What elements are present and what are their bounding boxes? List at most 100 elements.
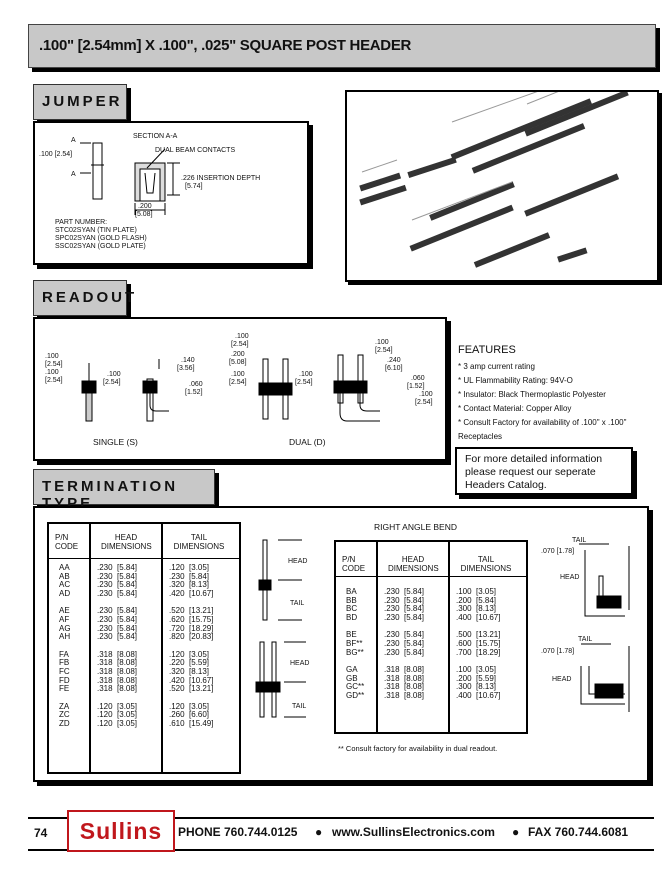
row-code: FE [59,684,70,694]
label-head-1: HEAD [288,558,308,565]
row-head: .230 [5.84] [97,606,138,616]
row-tail: .420 [10.67] [169,675,214,685]
jumper-section-label: SECTION A-A [133,133,178,140]
ro-d100-b: .100 [45,369,59,376]
row-tail: .400 [10.67] [456,691,501,700]
row-tail: .820 [20.83] [169,632,214,642]
row-head: .120 [3.05] [97,701,138,711]
sullins-logo: Sullins [67,810,175,852]
row-head: .230 [5.84] [384,595,425,605]
ro-d060: .060 [189,381,203,388]
features-title: FEATURES [458,344,516,356]
row-head: .230 [5.84] [384,639,425,648]
ra-head-1: HEAD [560,574,580,581]
row-head: .318 [8.08] [384,665,425,675]
note-line: Headers Catalog. [465,479,547,491]
row-head: .318 [8.08] [97,667,138,676]
row-code: AH [59,632,71,642]
footer-bar [28,817,654,851]
note-line: please request our seperate [465,466,596,478]
ra-head-2: HEAD [552,676,572,683]
row-head: .230 [5.84] [97,563,138,572]
row-code: AA [59,563,70,572]
row-head: .318 [8.08] [97,649,138,659]
ro-dual-d254-d: [2.54] [375,347,393,354]
jumper-insertion-mm: [5.74] [185,183,203,190]
row-code: AE [59,606,70,616]
ro-dual-d200: .200 [231,351,245,358]
divider [49,558,239,559]
ro-dual-d100-e: .100 [419,391,433,398]
ro-d356: [3.56] [177,365,195,372]
row-head: .120 [3.05] [97,719,138,728]
row-tail: .300 [8.13] [456,682,497,692]
row-code: GD** [346,691,365,700]
ro-dual-d100: .100 [235,333,249,340]
jumper-tab: JUMPER [33,84,127,120]
ro-dual-d508: [5.08] [229,359,247,366]
jumper-width-mm: [5.08] [135,211,153,218]
ro-d254-b: [2.54] [45,377,63,384]
ro-d254-a: [2.54] [45,361,63,368]
ro-dual-d254-c: [2.54] [295,379,313,386]
row-tail: .120 [3.05] [169,701,210,711]
row-tail: .320 [8.13] [169,580,210,590]
row-code: BD [346,612,358,622]
feature-item: * Insulator: Black Thermoplastic Polyest… [458,390,606,399]
readout-panel: .100 [2.54] .100 [2.54] .100 [2.54] .140… [33,317,447,461]
ro-d100-c: .100 [107,371,121,378]
row-code: GB [346,673,358,683]
readout-drawing [81,354,380,422]
row-tail: .120 [3.05] [169,563,210,572]
features-list: * 3 amp current rating * UL Flammability… [458,360,658,444]
jumper-drawing [80,142,180,215]
row-code: FA [59,649,69,659]
ra-footnote: ** Consult factory for availability in d… [338,744,498,753]
row-code: ZA [59,701,70,711]
row-code: BB [346,595,357,605]
termination-tab: TERMINATION TYPE [33,469,215,512]
ra-d070-2: .070 [1.78] [541,648,575,655]
readout-single-label: SINGLE (S) [93,437,138,447]
row-tail: .520 [13.21] [169,684,214,694]
jumper-insertion: .226 INSERTION DEPTH [181,175,261,182]
label-head-2: HEAD [290,660,310,667]
jumper-panel: A A .100 [2.54] SECTION A-A DUAL BEAM CO… [33,121,309,265]
ro-dual-d254: [2.54] [231,341,249,348]
row-code: FB [59,658,70,668]
jumper-width: .200 [138,203,152,210]
row-tail: .500 [13.21] [456,630,501,640]
row-head: .230 [5.84] [384,587,425,596]
row-head: .120 [3.05] [97,710,138,720]
divider [448,542,450,732]
ro-d240: .240 [387,357,401,364]
row-head: .230 [5.84] [384,630,425,640]
part-number-label: PART NUMBER: [55,219,108,226]
right-angle-diagrams [579,543,630,712]
row-head: .318 [8.08] [97,684,138,694]
row-head: .230 [5.84] [384,612,425,622]
row-tail: .620 [15.75] [169,615,214,624]
divider [89,524,91,772]
row-head: .318 [8.08] [97,675,138,685]
row-code: BE [346,630,357,640]
ro-dual-d254-e: [2.54] [415,399,433,406]
footer-web[interactable]: www.SullinsElectronics.com [332,825,495,839]
row-tail: .100 [3.05] [456,665,497,675]
row-tail: .200 [5.84] [456,595,497,605]
row-head: .230 [5.84] [384,647,425,657]
readout-heading: READOUT [42,289,138,306]
ra-d070-1: .070 [1.78] [541,548,575,555]
row-tail: .520 [13.21] [169,606,214,616]
ro-d152: [1.52] [185,389,203,396]
row-tail: .420 [10.67] [169,588,214,598]
label-tail-1: TAIL [290,600,305,607]
row-code: AC [59,580,71,590]
ro-d100-a: .100 [45,353,59,360]
feature-item: * 3 amp current rating [458,362,535,371]
row-tail: .230 [5.84] [169,571,210,581]
ro-dual-d100-c: .100 [299,371,313,378]
